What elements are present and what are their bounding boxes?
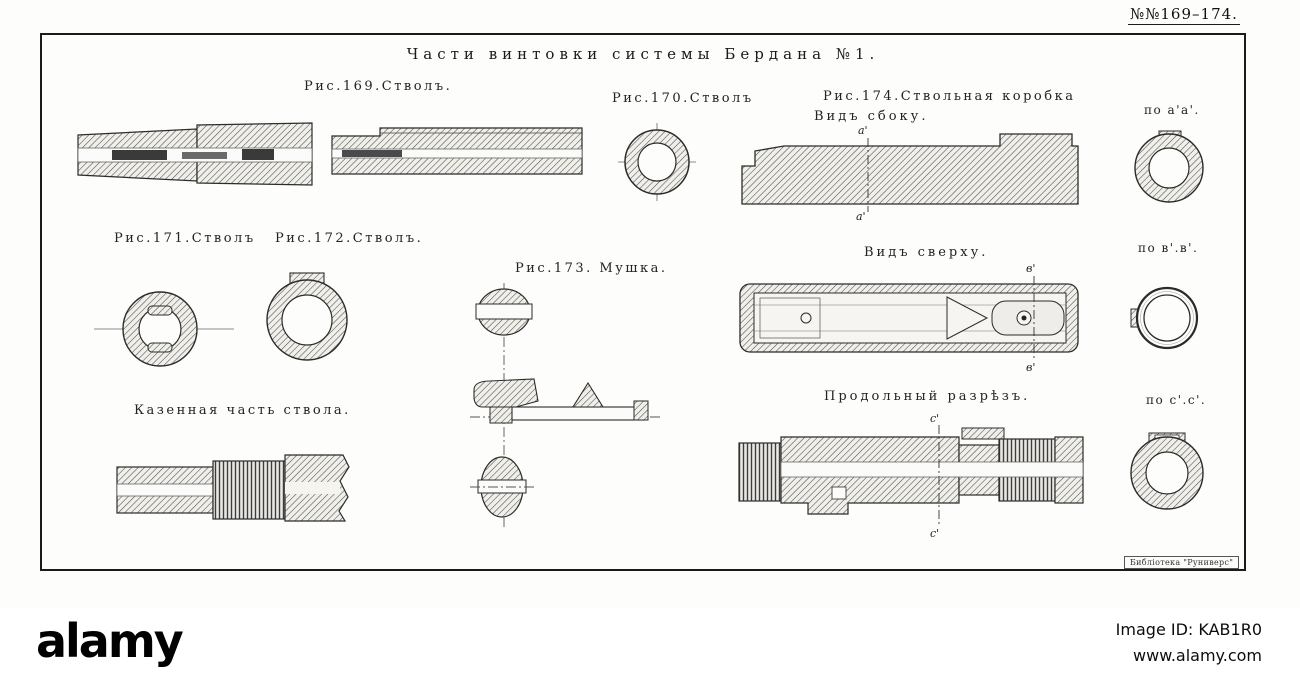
fig170-label: Рис.170.Стволъ (612, 91, 754, 106)
fig174-label: Рис.174.Ствольная коробка (823, 89, 1076, 104)
engraving-drawing (77, 122, 1204, 530)
section-aa-ring-drawing (1134, 130, 1204, 203)
fig169-label: Рис.169.Стволъ. (304, 79, 453, 94)
mark-c-bottom: c' (930, 527, 940, 540)
alamy-footer: alamy Image ID: KAB1R0 www.alamy.com (0, 608, 1300, 687)
alamy-url-text: www.alamy.com (1133, 646, 1262, 665)
fig171-ring-drawing (94, 291, 234, 367)
fig173-sight-drawing (470, 283, 660, 530)
breech-drawing (116, 454, 350, 522)
mark-c-top: c' (930, 412, 940, 425)
fig173-label: Рис.173. Мушка. (515, 261, 668, 276)
fig172-ring-drawing (266, 272, 348, 361)
plate-border: Части винтовки системы Бердана №1. Рис.1… (40, 33, 1246, 571)
section-aa-label: по а'а'. (1144, 103, 1200, 117)
fig174-side-view-label: Видъ сбоку. (814, 109, 929, 124)
fig174-top-view-label: Видъ сверху. (864, 245, 989, 260)
plate-title: Части винтовки системы Бердана №1. (406, 45, 880, 63)
section-vv-ring-drawing (1130, 286, 1199, 350)
fig172-label: Рис.172.Стволъ. (275, 231, 424, 246)
mark-v-top: в' (1026, 262, 1036, 275)
section-cc-ring-drawing (1130, 432, 1204, 510)
alamy-logo: alamy (36, 614, 184, 668)
fig170-ring-drawing (618, 123, 696, 201)
fig169-barrel-drawing (77, 122, 583, 186)
fig171-label: Рис.171.Стволъ (114, 231, 256, 246)
section-cc-label: по c'.c'. (1146, 393, 1207, 407)
image-id-text: Image ID: KAB1R0 (1115, 620, 1262, 639)
fig174-long-section-drawing (738, 425, 1084, 527)
fig174-top-view-drawing (739, 276, 1079, 361)
plate-number: №№169–174. (1128, 5, 1240, 25)
mark-a-top: a' (858, 124, 868, 137)
scanned-page: №№169–174. (40, 5, 1246, 571)
breech-label: Казенная часть ствола. (134, 403, 351, 418)
mark-a-bottom: a' (856, 210, 866, 223)
fig174-section-label: Продольный разрѣзъ. (824, 389, 1031, 404)
fig174-side-view-drawing (741, 133, 1079, 212)
section-vv-label: по в'.в'. (1138, 241, 1199, 255)
library-stamp: Библiотека "Руниверс" (1124, 556, 1240, 569)
mark-v-bottom: в' (1026, 361, 1036, 374)
